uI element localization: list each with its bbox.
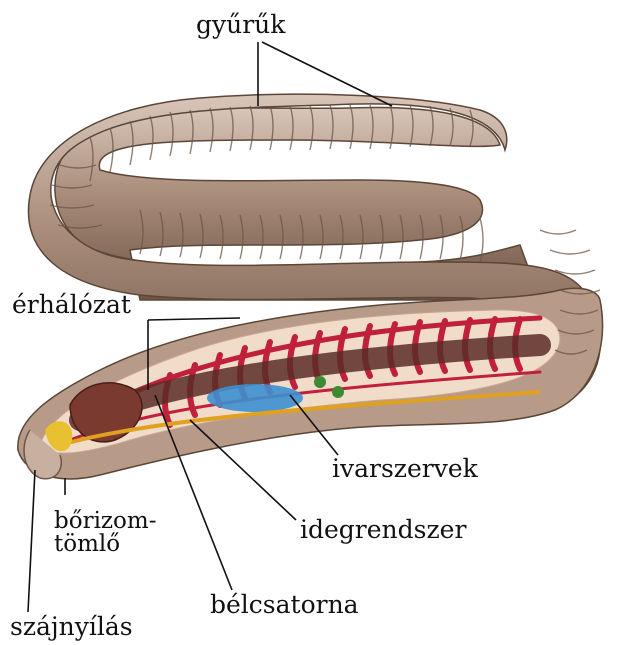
label-ivarszervek: ivarszervek bbox=[332, 456, 478, 481]
label-erhalozat: érhálózat bbox=[12, 292, 131, 317]
gonad-detail bbox=[314, 376, 326, 388]
label-szajnyilas: szájnyílás bbox=[10, 614, 133, 639]
gonad-detail-2 bbox=[332, 386, 344, 398]
gonads bbox=[207, 384, 303, 412]
label-idegrendszer: idegrendszer bbox=[300, 517, 466, 542]
label-borizomtomlo-line1: bőrizom- bbox=[54, 510, 156, 533]
label-belcsatorna: bélcsatorna bbox=[210, 592, 359, 617]
label-gyuruk: gyűrűk bbox=[196, 12, 285, 37]
label-borizomtomlo-line2: tömlő bbox=[54, 533, 156, 556]
label-borizomtomlo: bőrizom- tömlő bbox=[54, 510, 156, 556]
